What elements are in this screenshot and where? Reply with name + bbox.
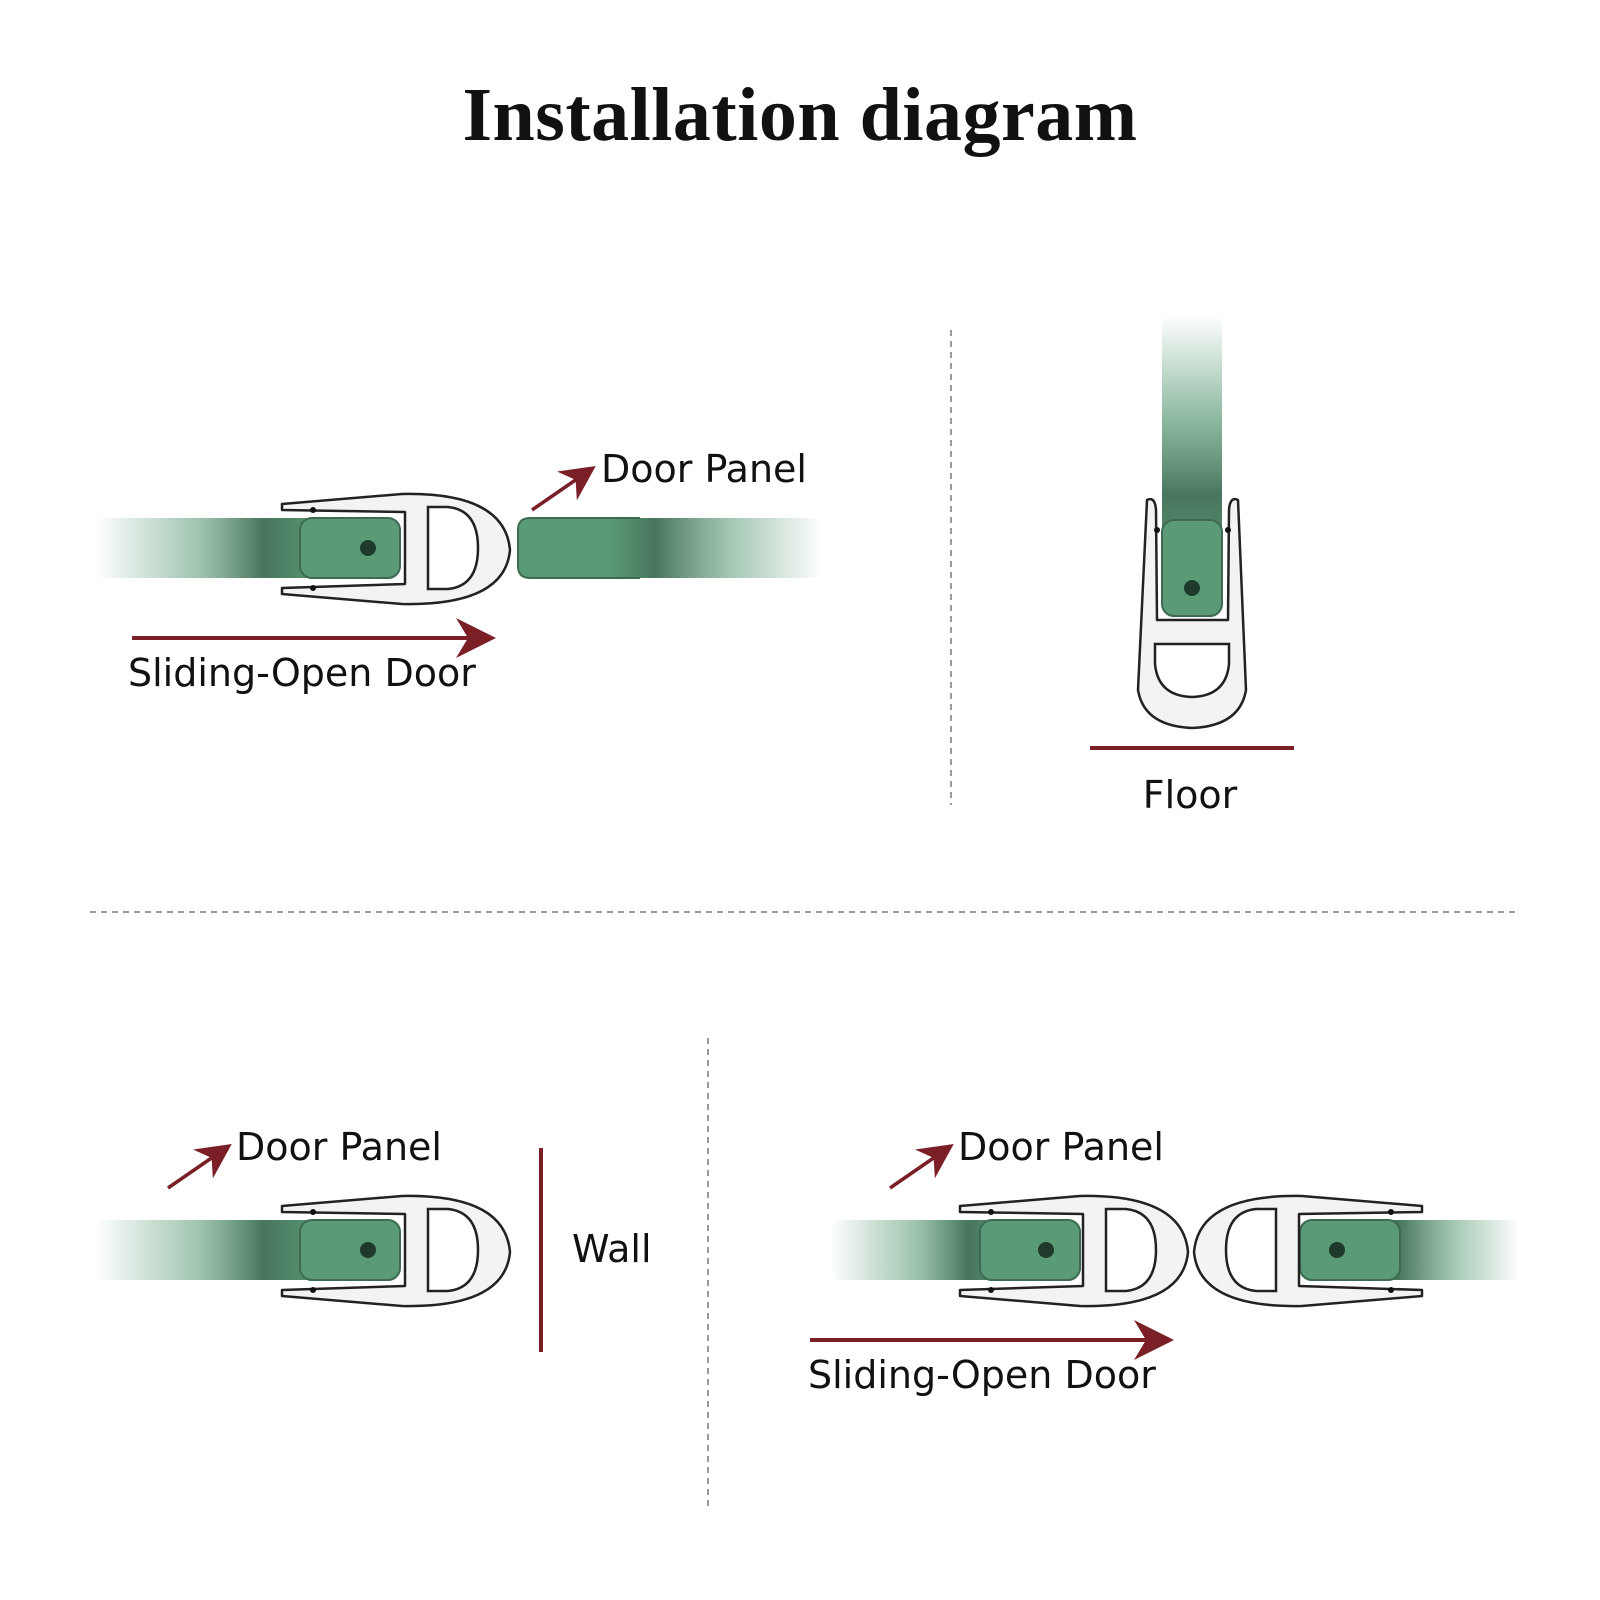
glass-panel-right-edge bbox=[1299, 1219, 1401, 1281]
panel-wall: Door Panel Wall bbox=[95, 1125, 652, 1352]
h-seal-strip bbox=[280, 1194, 512, 1308]
door-panel-arrow bbox=[167, 1144, 232, 1190]
sliding-open-door-label: Sliding-Open Door bbox=[808, 1353, 1156, 1397]
screw-dot bbox=[360, 540, 376, 556]
door-panel-arrow bbox=[531, 466, 596, 512]
glass-panel-left-edge bbox=[979, 1219, 1081, 1281]
screw-dot bbox=[1184, 580, 1200, 596]
panel-sliding-single: Door Panel Sliding-Open Door bbox=[95, 447, 823, 695]
screw-dot bbox=[360, 1242, 376, 1258]
glass-panel-left-edge bbox=[299, 1219, 401, 1281]
h-seal-strip-right bbox=[1192, 1194, 1424, 1308]
panel-sliding-double: Door Panel Sliding-Open Door bbox=[808, 1125, 1520, 1397]
glass-panel-right-edge bbox=[517, 517, 640, 579]
screw-dot bbox=[1329, 1242, 1345, 1258]
sliding-open-door-label: Sliding-Open Door bbox=[128, 651, 476, 695]
door-panel-label: Door Panel bbox=[958, 1125, 1164, 1169]
glass-panel-left-edge bbox=[299, 517, 401, 579]
page-title: Installation diagram bbox=[462, 73, 1138, 157]
door-panel-arrow bbox=[889, 1144, 954, 1190]
glass-panel-right bbox=[518, 518, 823, 578]
screw-dot bbox=[1038, 1242, 1054, 1258]
door-panel-label: Door Panel bbox=[236, 1125, 442, 1169]
wall-label: Wall bbox=[572, 1227, 652, 1271]
door-panel-label: Door Panel bbox=[601, 447, 807, 491]
h-seal-strip-left bbox=[958, 1194, 1190, 1308]
glass-panel-vertical-edge bbox=[1161, 519, 1223, 617]
h-seal-strip bbox=[280, 492, 512, 606]
h-seal-strip-vertical bbox=[1136, 497, 1248, 730]
panel-floor: Floor bbox=[1090, 315, 1294, 817]
floor-label: Floor bbox=[1143, 773, 1238, 817]
